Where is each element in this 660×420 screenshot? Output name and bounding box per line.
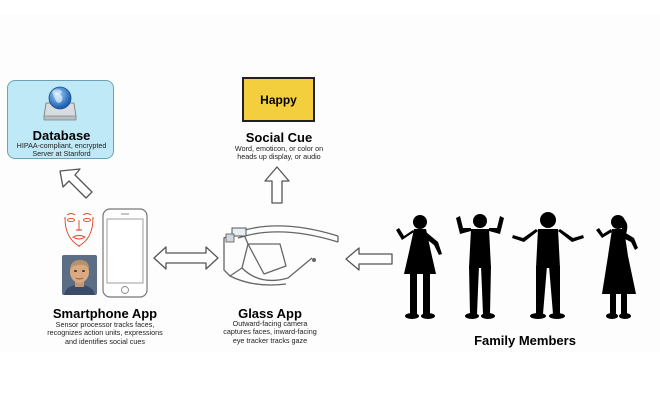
left-arrow-family-glass-icon bbox=[345, 247, 393, 271]
family-members-title: Family Members bbox=[474, 333, 576, 348]
glass-app-description: Outward-facing camera captures faces, in… bbox=[223, 319, 317, 345]
silhouette-icon bbox=[512, 212, 584, 319]
up-arrow-to-social-cue-icon bbox=[264, 166, 290, 204]
glass-app-title: Glass App bbox=[238, 306, 302, 321]
glasses-icon bbox=[223, 225, 339, 286]
database-title: Database bbox=[32, 128, 91, 143]
social-cue-display: Happy bbox=[242, 77, 315, 122]
up-arrow-to-database-icon bbox=[59, 168, 93, 199]
smartphone-app-title: Smartphone App bbox=[52, 306, 158, 321]
database-description: HIPAA-compliant, encrypted Server at Sta… bbox=[16, 141, 107, 159]
social-cue-description: Word, emoticon, or color on heads up dis… bbox=[234, 144, 324, 162]
silhouette-icon bbox=[596, 215, 638, 319]
social-cue-title: Social Cue bbox=[245, 130, 313, 145]
silhouette-icon bbox=[456, 214, 504, 319]
database-box: Database HIPAA-compliant, encrypted Serv… bbox=[7, 80, 114, 159]
silhouette-icon bbox=[396, 215, 442, 319]
double-arrow-phone-glass-icon bbox=[153, 246, 219, 270]
smartphone-app-description: Sensor processor tracks faces, recognize… bbox=[47, 320, 163, 346]
face-landmarks-icon bbox=[64, 213, 94, 247]
face-photo-icon bbox=[62, 255, 97, 295]
database-icon bbox=[43, 86, 77, 121]
smartphone-icon bbox=[102, 208, 148, 298]
